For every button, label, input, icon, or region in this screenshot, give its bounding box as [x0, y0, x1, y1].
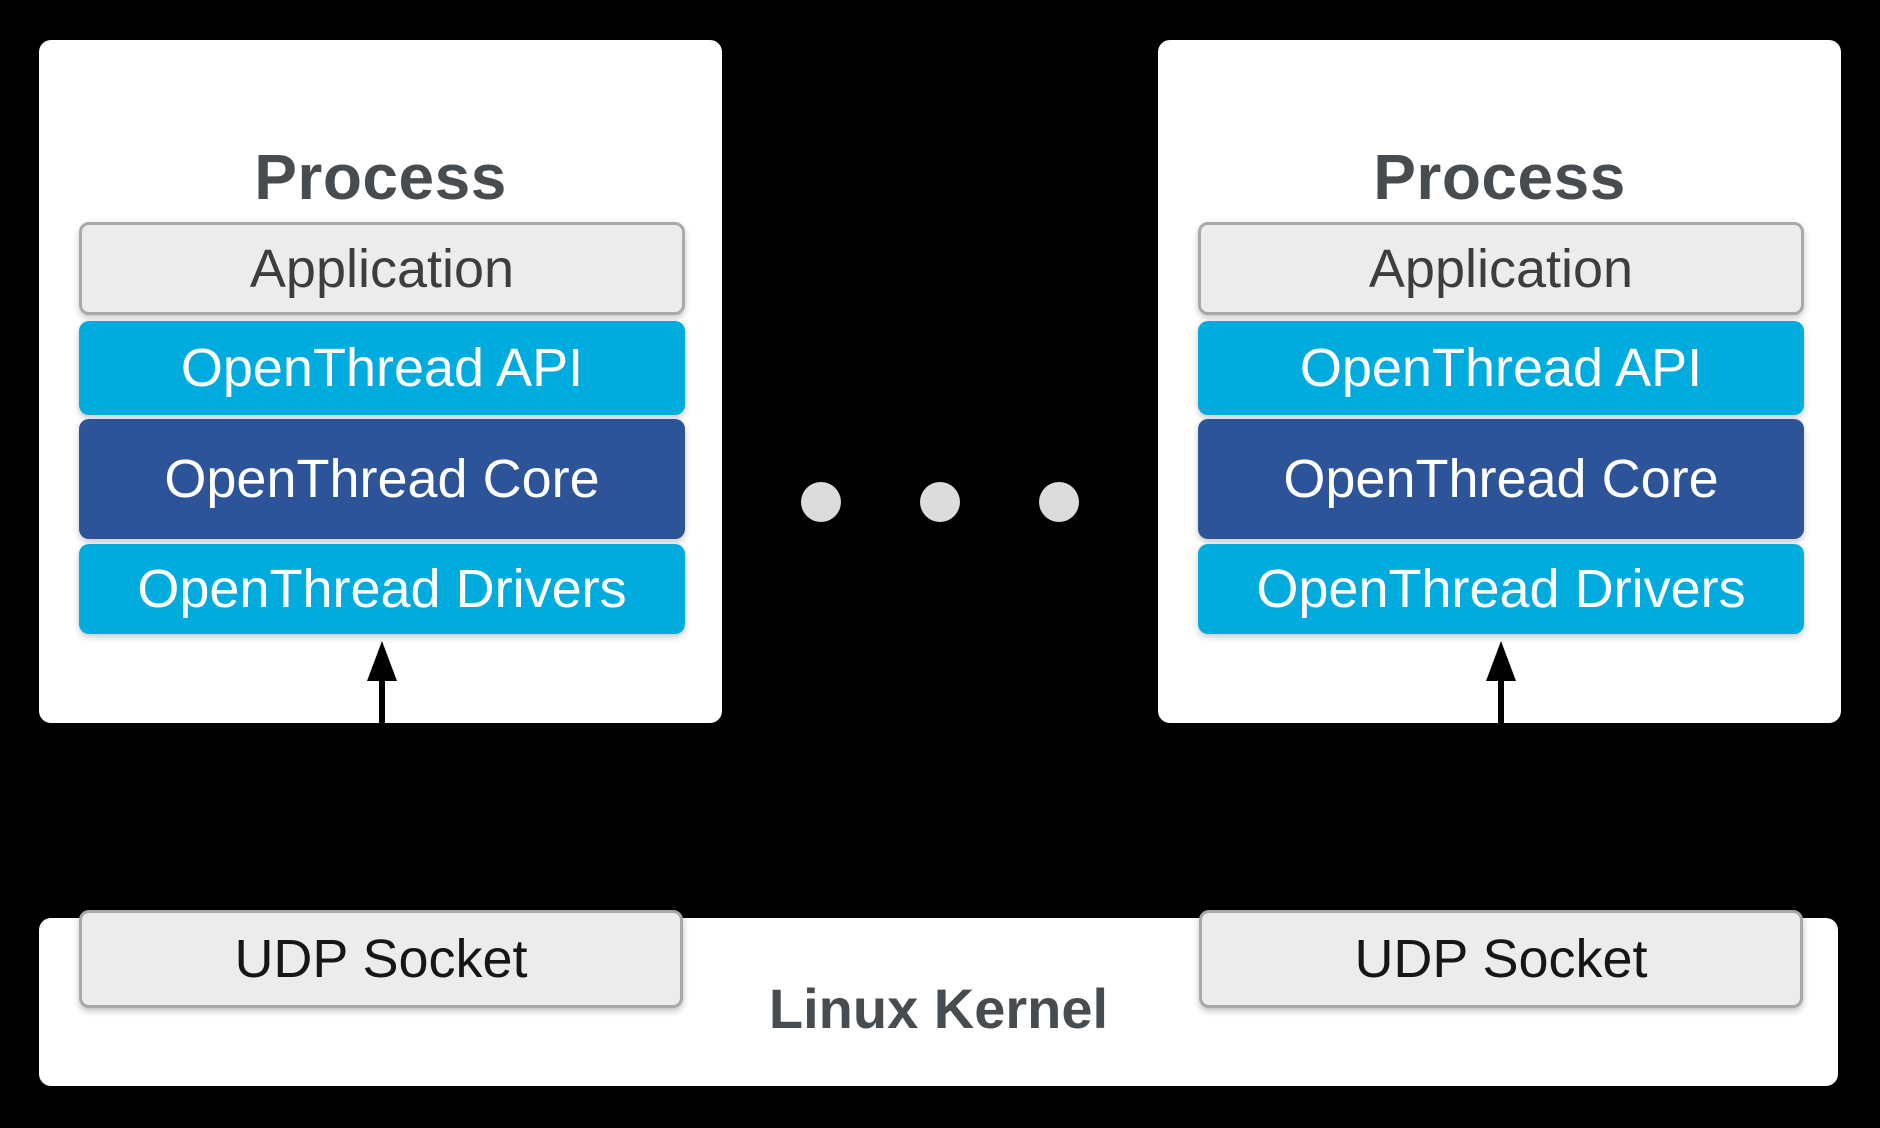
layer-application: Application: [79, 222, 685, 315]
layer-openthread-drivers: OpenThread Drivers: [79, 544, 685, 634]
layer-openthread-core: OpenThread Core: [79, 419, 685, 539]
layer-openthread-core-label: OpenThread Core: [1283, 449, 1719, 509]
arrow-head: [367, 641, 397, 681]
process-title: Process: [1373, 141, 1626, 213]
process-title: Process: [254, 141, 507, 213]
udp-socket-label: UDP Socket: [1354, 929, 1648, 989]
ellipsis-dot: [1039, 482, 1079, 522]
udp-socket-label: UDP Socket: [234, 929, 528, 989]
layer-openthread-drivers-label: OpenThread Drivers: [1256, 559, 1746, 619]
layer-openthread-core-label: OpenThread Core: [164, 449, 600, 509]
layer-openthread-api-label: OpenThread API: [180, 338, 584, 398]
process-panel-right: Process Application OpenThread API OpenT…: [1158, 40, 1841, 723]
layer-openthread-drivers: OpenThread Drivers: [1198, 544, 1804, 634]
layer-application-label: Application: [1368, 238, 1634, 299]
layer-openthread-core: OpenThread Core: [1198, 419, 1804, 539]
linux-kernel-label: Linux Kernel: [768, 977, 1109, 1040]
layer-application-label: Application: [249, 238, 515, 299]
linux-kernel-bar: UDP Socket Linux Kernel UDP Socket: [39, 910, 1838, 1086]
layer-openthread-drivers-label: OpenThread Drivers: [137, 559, 627, 619]
arrow-stem: [1498, 680, 1504, 723]
layer-openthread-api-label: OpenThread API: [1299, 338, 1703, 398]
arrow-stem: [379, 680, 385, 723]
layer-application: Application: [1198, 222, 1804, 315]
udp-socket-right: UDP Socket: [1199, 910, 1803, 1008]
layer-openthread-api: OpenThread API: [79, 321, 685, 415]
udp-socket-left: UDP Socket: [79, 910, 683, 1008]
process-panel-left: Process Application OpenThread API OpenT…: [39, 40, 722, 723]
ellipsis-dot: [920, 482, 960, 522]
arrow-head: [1486, 641, 1516, 681]
layer-openthread-api: OpenThread API: [1198, 321, 1804, 415]
ellipsis-dot: [801, 482, 841, 522]
